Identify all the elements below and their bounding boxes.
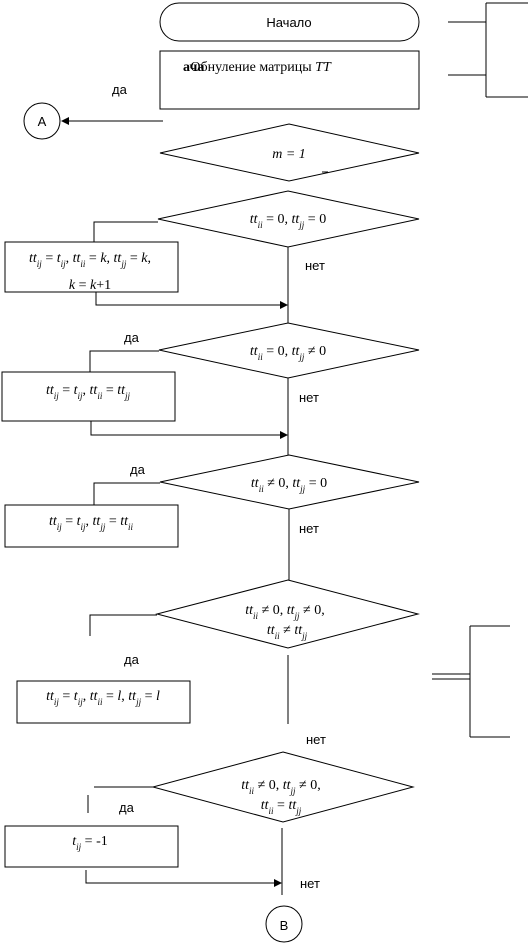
decision-m1-text: m = 1: [272, 147, 306, 162]
zeroing-text: нуление матрицы: [208, 60, 316, 75]
svg-text:tij = -1: tij = -1: [72, 834, 107, 852]
label-yes-2: да: [124, 330, 140, 345]
decision-5: ttii ≠ 0, ttjj ≠ 0, ttii = ttjj: [151, 751, 415, 823]
svg-text:ttij = tij, ttii = k, ttjj = k: ttij = tij, ttii = k, ttjj = k,: [29, 251, 151, 269]
process-3: ttij = tij, ttjj = ttii: [4, 504, 179, 548]
label-no-5: нет: [300, 876, 320, 891]
process-1: ttij = tij, ttii = k, ttjj = k, k = k+1: [4, 241, 179, 293]
label-yes-a: да: [112, 82, 128, 97]
zeroing-matrix: TT: [315, 60, 332, 75]
svg-text:ttii ≠ 0, ttjj ≠ 0,: ttii ≠ 0, ttjj ≠ 0,: [241, 778, 320, 796]
start-terminator: Начало: [159, 2, 420, 42]
connector-a: А да: [23, 82, 163, 140]
decision-1-text: ttii = 0, ttjj = 0: [250, 212, 326, 230]
label-yes-4: да: [124, 652, 140, 667]
process-4: ttij = tij, ttii = l, ttjj = l: [16, 680, 191, 724]
label-yes-3: да: [130, 462, 146, 477]
decision-3: ttii ≠ 0, ttjj = 0: [159, 454, 420, 510]
label-no-2: нет: [299, 390, 319, 405]
zeroing-process: ачаОбнуление матрицы TT: [159, 50, 420, 110]
start-label: Начало: [266, 15, 311, 30]
connector-a-label: А: [38, 114, 47, 129]
zeroing-prefix: ача: [183, 60, 204, 75]
label-no-1: нет: [305, 258, 325, 273]
connector-b: В: [265, 905, 303, 943]
svg-text:ачаОбнуление матрицы TT: ачаОбнуление матрицы TT: [183, 60, 332, 75]
decision-1: ttii = 0, ttjj = 0: [157, 190, 420, 248]
right-bracket-middle: [432, 625, 510, 738]
svg-text:ttij = tij, ttii = ttjj: ttij = tij, ttii = ttjj: [46, 383, 131, 401]
svg-text:ttii ≠ ttjj: ttii ≠ ttjj: [267, 623, 308, 641]
svg-text:k = k+1: k = k+1: [69, 278, 111, 293]
svg-text:ttii ≠ 0, ttjj = 0: ttii ≠ 0, ttjj = 0: [251, 476, 327, 494]
right-bracket-top: [448, 2, 528, 98]
svg-text:ttii = ttjj: ttii = ttjj: [261, 798, 302, 816]
svg-text:ttij = tij, ttjj = ttii: ttij = tij, ttjj = ttii: [49, 514, 134, 532]
label-no-3: нет: [299, 521, 319, 536]
svg-text:ttii = 0, ttjj ≠ 0: ttii = 0, ttjj ≠ 0: [250, 344, 326, 362]
zeroing-overlap: Об: [190, 60, 207, 75]
label-yes-5: да: [119, 800, 135, 815]
connector-b-label: В: [280, 918, 289, 933]
svg-text:ttij = tij, ttii = l, ttjj = l: ttij = tij, ttii = l, ttjj = l: [46, 689, 160, 707]
process-5: tij = -1: [4, 825, 179, 868]
process-2: ttij = tij, ttii = ttjj: [1, 371, 176, 422]
decision-4: ttii ≠ 0, ttjj ≠ 0, ttii ≠ ttjj: [155, 579, 420, 649]
svg-text:ttii ≠ 0, ttjj ≠ 0,: ttii ≠ 0, ttjj ≠ 0,: [245, 603, 324, 621]
decision-m1: m = 1: [159, 123, 420, 182]
label-no-4: нет: [306, 732, 326, 747]
decision-2: ttii = 0, ttjj ≠ 0: [158, 322, 420, 379]
